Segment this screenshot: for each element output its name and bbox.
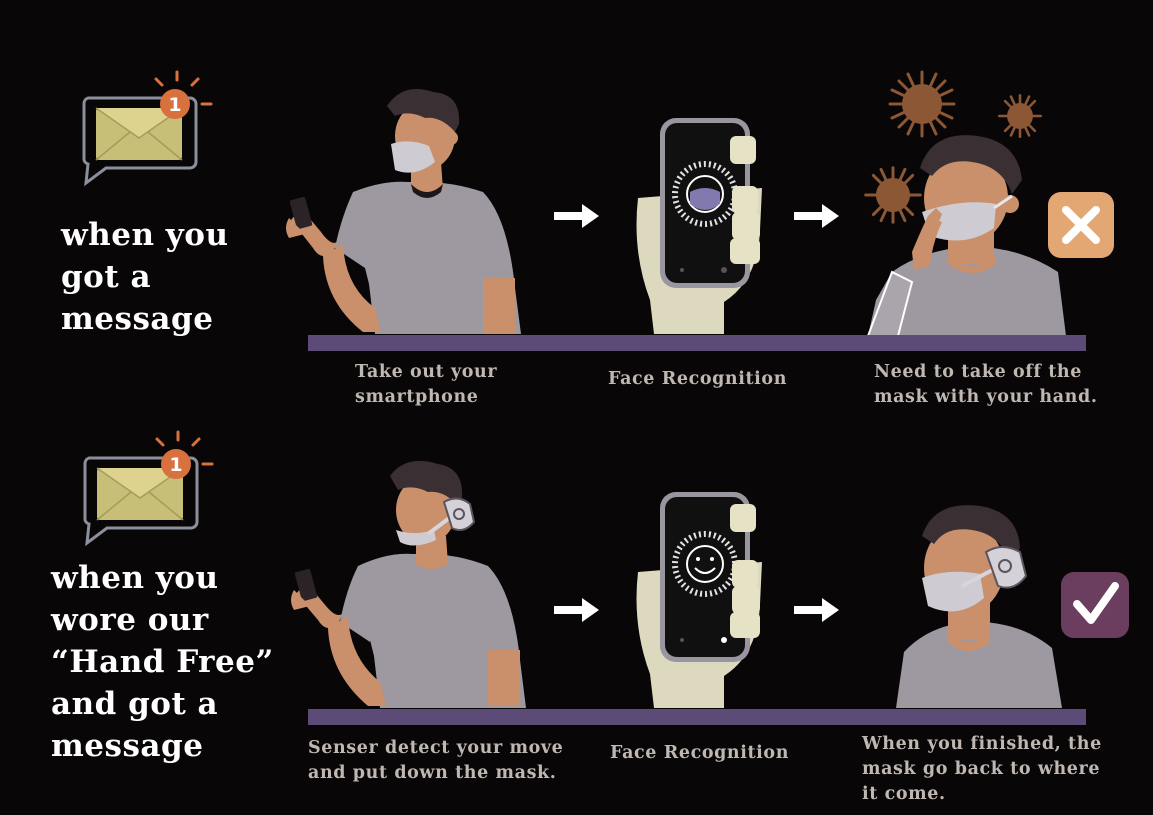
arrow-right-icon — [554, 203, 600, 229]
arrow-right-icon — [794, 597, 840, 623]
step-caption: Face Recognition — [610, 743, 790, 763]
step-caption: Senser detect your move and put down the… — [308, 738, 564, 783]
badge-count: 1 — [168, 94, 181, 116]
message-notification-icon: 1 — [81, 430, 221, 548]
person-removing-mask-illustration — [862, 132, 1068, 337]
step-caption: When you finished, the mask go back to w… — [862, 734, 1102, 804]
person-mask-returned-illustration — [888, 502, 1068, 708]
face-recognition-unmasked-illustration — [632, 486, 772, 708]
sunburst-rays — [154, 70, 213, 106]
step-caption: Face Recognition — [608, 369, 788, 389]
virus-icon — [864, 166, 922, 224]
arrow-right-icon — [554, 597, 600, 623]
row1-headline: when you got a message — [61, 217, 229, 337]
arrow-right-icon — [794, 203, 840, 229]
check-icon — [1061, 572, 1129, 638]
virus-icon — [888, 70, 956, 138]
cross-icon — [1048, 192, 1114, 258]
message-notification-icon: 1 — [80, 70, 220, 188]
face-recognition-masked-illustration — [632, 112, 772, 334]
sunburst-rays — [155, 430, 214, 466]
platform-bar — [308, 709, 1086, 725]
person-with-hand-free-device-illustration — [288, 460, 538, 710]
step-caption: Take out your smartphone — [355, 362, 498, 407]
platform-bar — [308, 335, 1086, 351]
person-taking-out-phone-illustration — [283, 88, 533, 338]
virus-icon — [998, 94, 1042, 138]
step-caption: Need to take off the mask with your hand… — [874, 362, 1098, 407]
row2-headline: when you wore our “Hand Free” and got a … — [51, 560, 274, 764]
badge-count: 1 — [169, 454, 182, 476]
